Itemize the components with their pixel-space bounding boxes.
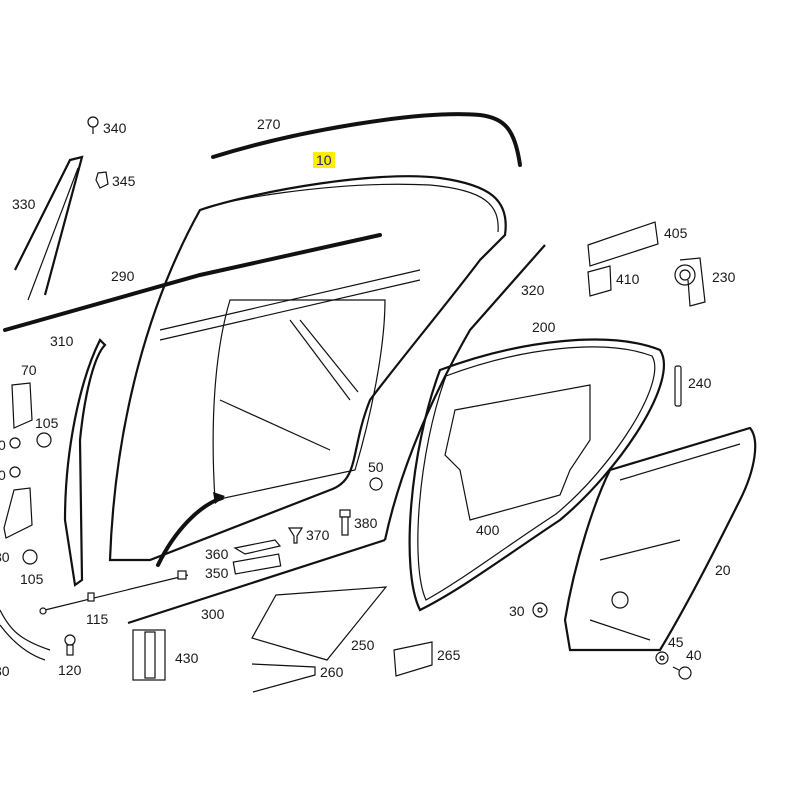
arrow-head [213,492,225,504]
callout-370[interactable]: 370 [306,527,330,543]
callout-30[interactable]: 30 [509,603,525,619]
part-310-frame-seal[interactable] [63,338,107,587]
callout-320[interactable]: 320 [521,282,545,298]
callout-115[interactable]: 115 [86,611,109,627]
part-120-ball-stud[interactable] [64,634,76,656]
part-10-door-shell[interactable] [108,175,507,562]
part-45-washer[interactable] [655,651,669,665]
part-345-clip[interactable] [95,171,109,189]
callout-360[interactable]: 360 [205,546,229,562]
part-105-nut-upper[interactable] [36,432,52,448]
part-nut-a [9,437,21,449]
callout-270[interactable]: 270 [257,116,281,132]
callout-405[interactable]: 405 [664,225,688,241]
callout-430[interactable]: 430 [175,650,199,666]
part-50-grommet[interactable] [369,477,383,491]
callout-265[interactable]: 265 [437,647,461,663]
part-350-block[interactable] [232,553,282,575]
callout-345[interactable]: 345 [112,173,136,189]
callout-400[interactable]: 400 [476,522,500,538]
part-400-insulation[interactable] [444,384,591,521]
door-window-frame [199,183,499,233]
part-300-sill[interactable] [127,538,386,625]
callout-10-highlighted[interactable]: 10 [313,152,335,168]
callout-260[interactable]: 260 [320,664,344,680]
door-cross-brace [289,319,359,401]
part-40-screw[interactable] [672,666,692,680]
callout-partial-b[interactable]: 0 [0,467,6,483]
door-belt-rail [159,269,421,341]
callout-200[interactable]: 200 [532,319,556,335]
part-20-port [611,591,629,609]
part-20-inner [589,443,741,641]
part-200-door-seal[interactable] [408,338,666,612]
callout-partial-d[interactable]: 30 [0,663,10,679]
part-70-hinge[interactable] [11,382,33,429]
part-20-door-module[interactable] [563,426,757,652]
callout-230[interactable]: 230 [712,269,736,285]
part-30-washer[interactable] [532,602,548,618]
callout-330[interactable]: 330 [12,196,36,212]
callout-partial-c[interactable]: 80 [0,549,10,565]
callout-partial-a[interactable]: 0 [0,437,6,453]
callout-340[interactable]: 340 [103,120,127,136]
callout-105-upper[interactable]: 105 [35,415,59,431]
part-240-pin[interactable] [674,365,682,407]
door-inner-brace [219,399,331,451]
part-340-screw[interactable] [87,116,99,134]
part-410-pad[interactable] [587,265,612,297]
callout-310[interactable]: 310 [50,333,74,349]
part-200-inner [417,346,656,601]
part-nut-b [9,466,21,478]
part-hinge-lower[interactable] [3,487,33,539]
door-window-opening [212,299,386,501]
callout-250[interactable]: 250 [351,637,375,653]
part-430-bumper[interactable] [132,629,166,681]
callout-240[interactable]: 240 [688,375,712,391]
part-115-cable[interactable] [39,570,189,615]
part-230-tape[interactable] [674,257,706,307]
part-320-strip[interactable] [383,244,546,541]
part-265-pad[interactable] [393,641,433,677]
callout-410[interactable]: 410 [616,271,640,287]
part-270-strip[interactable] [211,112,522,167]
part-380-bolt[interactable] [339,509,351,536]
callout-40[interactable]: 40 [686,647,702,663]
callout-105-lower[interactable]: 105 [20,571,44,587]
callout-120[interactable]: 120 [58,662,82,678]
part-330-inner [27,167,79,301]
callout-380[interactable]: 380 [354,515,378,531]
part-cable-bundle [0,609,51,661]
part-260-film[interactable] [251,663,316,693]
callout-350[interactable]: 350 [205,565,229,581]
callout-300[interactable]: 300 [201,606,225,622]
callout-50[interactable]: 50 [368,459,384,475]
callout-290[interactable]: 290 [111,268,135,284]
part-360-bracket[interactable] [233,539,282,555]
part-105-nut-lower[interactable] [22,549,38,565]
part-370-clip[interactable] [287,527,304,544]
part-405-pad[interactable] [587,221,659,267]
part-290-belt-seal[interactable] [3,233,382,332]
part-330-trim[interactable] [14,155,84,296]
part-250-film[interactable] [251,586,388,661]
callout-45[interactable]: 45 [668,634,684,650]
callout-20[interactable]: 20 [715,562,731,578]
callout-70[interactable]: 70 [21,362,37,378]
